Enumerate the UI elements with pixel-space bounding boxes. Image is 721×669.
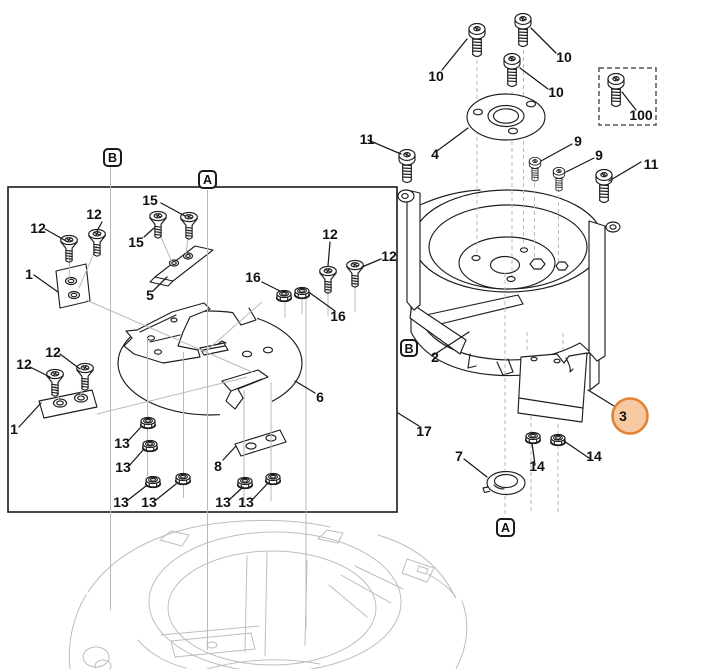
part-screw-12-f (76, 362, 94, 391)
part-nut-14-a (524, 431, 542, 445)
callout-10[interactable]: 10 (548, 84, 564, 100)
callout-1[interactable]: 1 (10, 421, 18, 437)
callout-13[interactable]: 13 (215, 494, 231, 510)
part-disc-6 (117, 302, 303, 416)
part-nut-14-b (549, 433, 567, 447)
callout-17[interactable]: 17 (416, 423, 432, 439)
part-screw-100 (607, 73, 625, 108)
part-screw-10-c (503, 53, 521, 88)
callout-12[interactable]: 12 (16, 356, 32, 372)
callout-12[interactable]: 12 (381, 248, 397, 264)
part-screw-12-b (88, 228, 106, 257)
callout-14[interactable]: 14 (529, 458, 545, 474)
callout-15[interactable]: 15 (128, 234, 144, 250)
callout-13[interactable]: 13 (141, 494, 157, 510)
marker-B-middle-label: B (404, 342, 413, 356)
part-ring-7 (482, 470, 526, 496)
part-deflector-3 (517, 352, 588, 423)
part-screw-9-b (552, 166, 566, 192)
part-nut-13-c (144, 475, 162, 489)
callout-10[interactable]: 10 (428, 68, 444, 84)
section-markers: B A B A (103, 148, 515, 537)
part-plate-1-upper (55, 263, 91, 309)
marker-A-top-label: A (203, 173, 212, 187)
part-nut-13-e (236, 476, 254, 490)
part-screw-11-b (595, 169, 613, 204)
callout-13[interactable]: 13 (115, 459, 131, 475)
callout-12[interactable]: 12 (45, 344, 61, 360)
callout-6[interactable]: 6 (316, 389, 324, 405)
part-screw-15-b (180, 211, 198, 240)
marker-A-bottom-label: A (501, 521, 510, 535)
callout-4[interactable]: 4 (431, 146, 439, 162)
callout-labels: 12 12 1 15 15 5 16 16 12 12 12 12 1 13 1… (10, 49, 659, 510)
part-screw-9-a (528, 156, 542, 182)
callout-12[interactable]: 12 (86, 206, 102, 222)
marker-B-middle (400, 339, 418, 357)
part-nut-13-d (174, 472, 192, 486)
part-nut-13-b (141, 439, 159, 453)
callout-13[interactable]: 13 (114, 435, 130, 451)
callout-5[interactable]: 5 (146, 287, 154, 303)
reference-box-100 (598, 67, 657, 126)
callout-14[interactable]: 14 (586, 448, 602, 464)
part-plate-1-lower (38, 389, 98, 419)
callout-15[interactable]: 15 (142, 192, 158, 208)
callout-9[interactable]: 9 (574, 133, 582, 149)
highlighted-part-circle[interactable] (611, 397, 649, 435)
marker-A-bottom (496, 518, 515, 537)
part-screw-10-b (514, 13, 532, 48)
part-nut-13-a (139, 416, 157, 430)
part-nut-16-a (275, 289, 293, 303)
part-nut-16-b (293, 286, 311, 300)
callout-10[interactable]: 10 (556, 49, 572, 65)
part-plate-8 (234, 429, 287, 457)
callout-13[interactable]: 13 (238, 494, 254, 510)
callout-12[interactable]: 12 (30, 220, 46, 236)
leader-lines (18, 27, 642, 501)
part-screw-11-a (398, 149, 416, 184)
callout-2[interactable]: 2 (431, 349, 439, 365)
part-blade-5 (149, 245, 214, 287)
callout-13[interactable]: 13 (113, 494, 129, 510)
callout-9[interactable]: 9 (595, 147, 603, 163)
callout-16[interactable]: 16 (245, 269, 261, 285)
part-screw-12-e (46, 368, 64, 397)
part-screw-15-a (149, 210, 167, 239)
callout-7[interactable]: 7 (455, 448, 463, 464)
part-flange-4 (466, 93, 546, 141)
marker-B-top (103, 148, 122, 167)
ghost-housing-body (68, 519, 468, 669)
marker-B-top-label: B (108, 151, 117, 165)
callout-16[interactable]: 16 (330, 308, 346, 324)
callout-8[interactable]: 8 (214, 458, 222, 474)
callout-100[interactable]: 100 (629, 107, 653, 123)
callout-1[interactable]: 1 (25, 266, 33, 282)
marker-A-top (198, 170, 217, 189)
callout-3-highlighted[interactable]: 3 (619, 408, 627, 424)
callout-12[interactable]: 12 (322, 226, 338, 242)
part-screw-10-a (468, 23, 486, 58)
callout-11[interactable]: 11 (360, 131, 375, 147)
callout-11[interactable]: 11 (644, 156, 659, 172)
